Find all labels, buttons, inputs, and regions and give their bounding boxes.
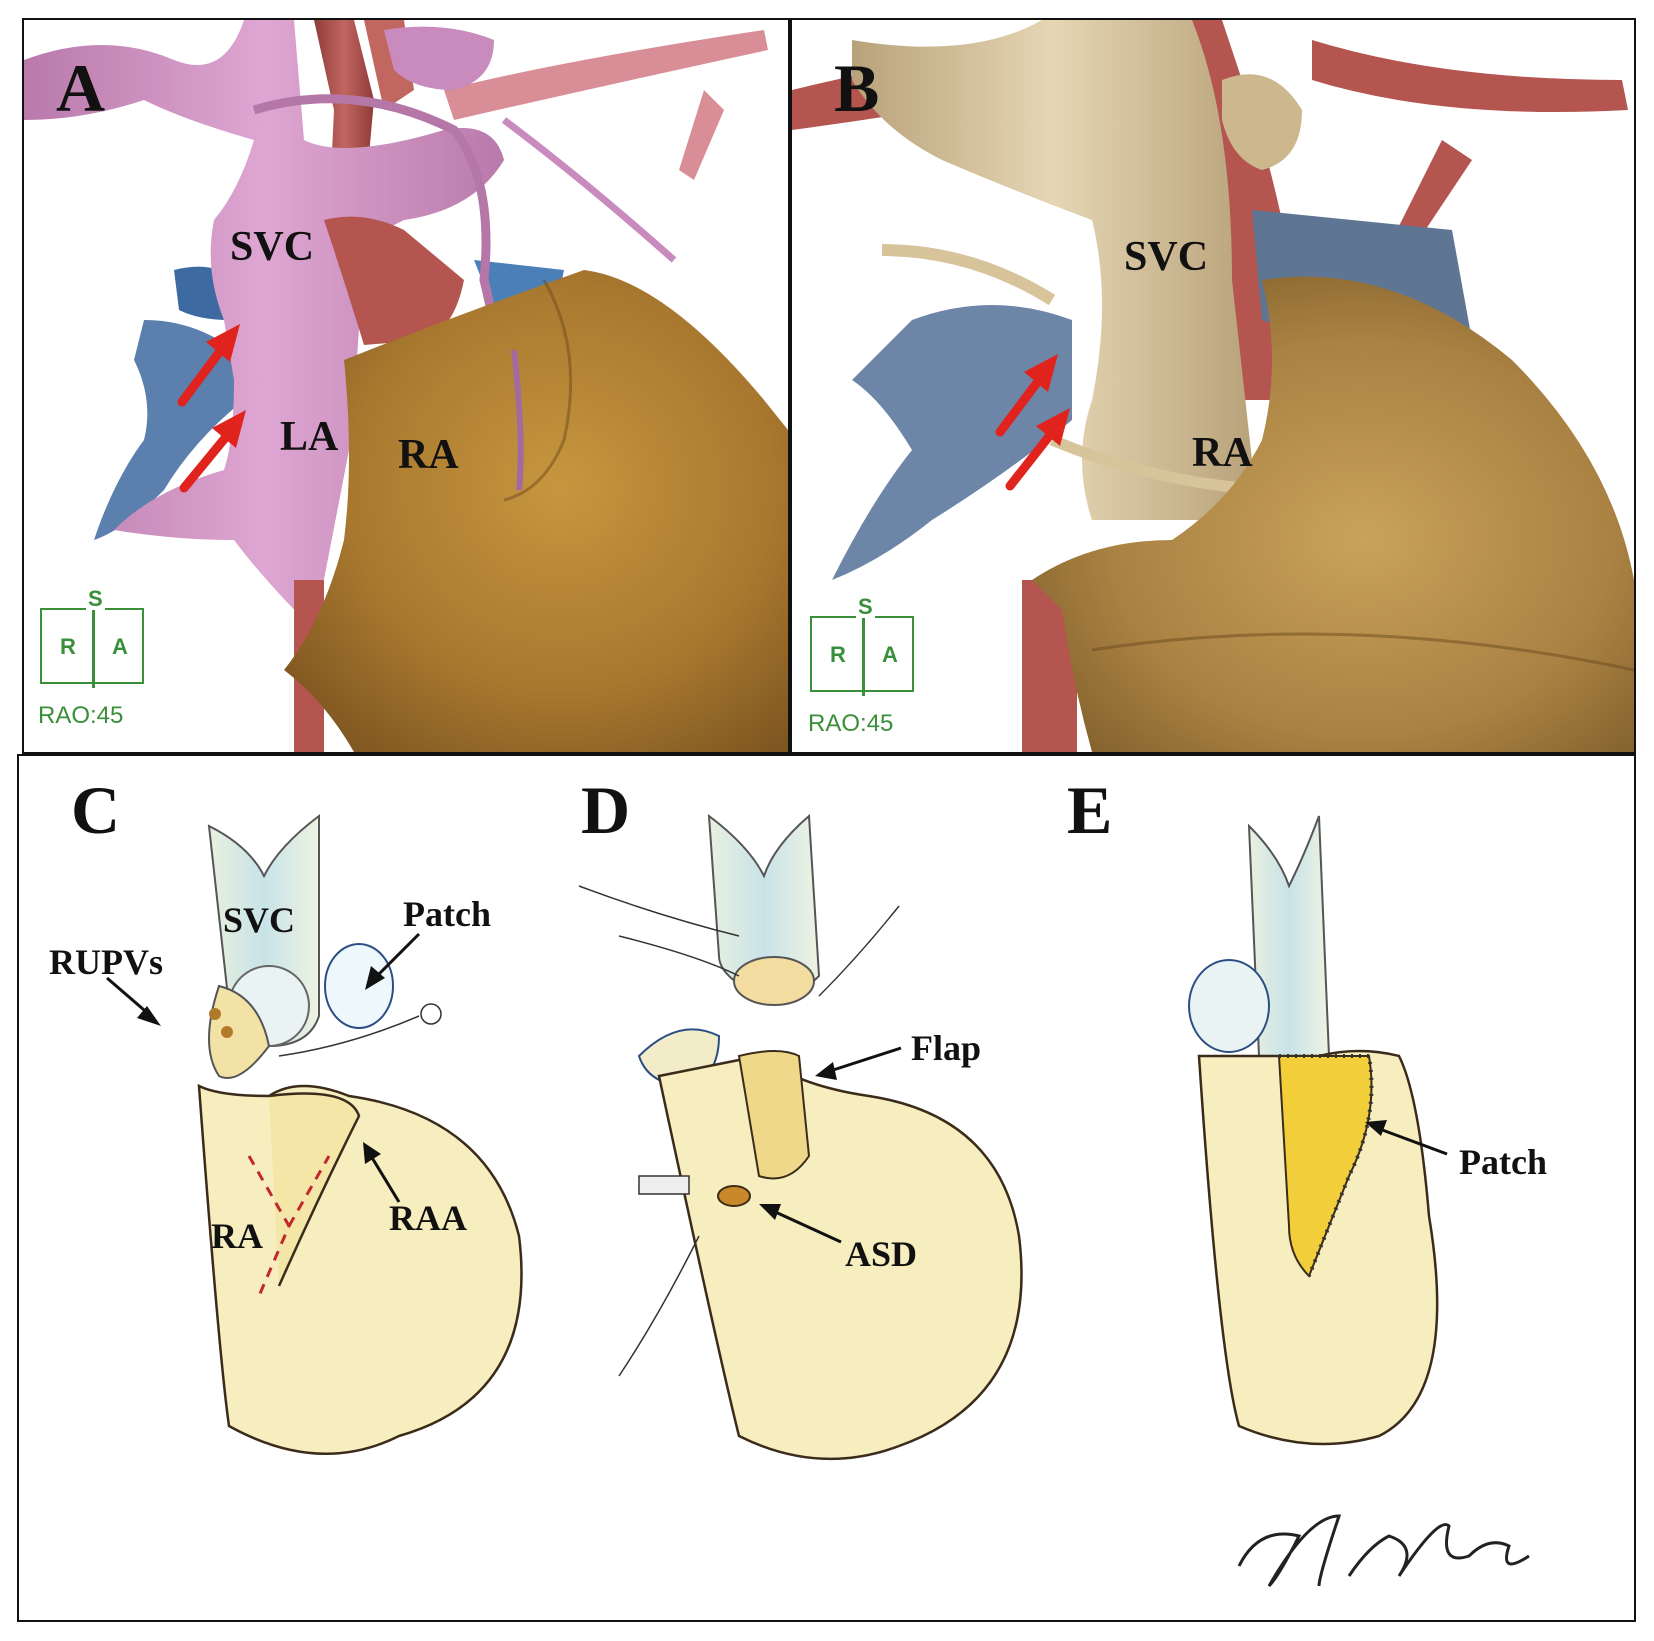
surgical-drawings [106, 813, 1448, 1461]
rupv-baffle-e [1188, 959, 1270, 1053]
right-atrium-render-b [1032, 276, 1634, 752]
orientation-a: A [112, 634, 128, 659]
pulmonary-artery-right-b [1312, 40, 1628, 112]
arrow-patch-c [365, 932, 421, 990]
label-rupvs: RUPVs [49, 942, 163, 982]
azygos-arch-b [1222, 74, 1302, 170]
red-arrow-lower-b [1005, 408, 1070, 491]
atrium-fold-line [503, 279, 573, 502]
svc-cut-end-d [733, 956, 815, 1006]
label-svc-a: SVC [230, 224, 315, 270]
view-angle-a: RAO:45 [38, 702, 124, 729]
incision-line-c-2 [287, 1155, 331, 1227]
orientation-r: R [60, 634, 76, 659]
panel-b-3d-ct-render: B SVC RA S R A RAO:45 [790, 18, 1636, 754]
orientation-axis-line [862, 606, 865, 696]
suture-line-e [1279, 1054, 1374, 1277]
orientation-axis-line [92, 598, 95, 688]
orientation-s: S [856, 594, 875, 619]
rupvs-stump-c [208, 984, 271, 1079]
right-atrium-render [284, 270, 788, 752]
right-atrium-sketch-c [197, 1083, 523, 1456]
arrow-rupvs [106, 976, 161, 1026]
red-arrow-upper [177, 324, 240, 407]
orientation-cube-b: S R A [810, 596, 914, 696]
pulmonary-artery-branch [444, 30, 768, 120]
orientation-cube-a: S R A [40, 588, 144, 688]
atrium-base-line-b [1091, 632, 1634, 672]
panel-a-3d-ct-render: A SVC LA RA S R A RAO:45 [22, 18, 790, 754]
asd-opening-d [717, 1185, 751, 1207]
stay-suture-d4 [618, 1235, 700, 1377]
red-arrow-upper-b [995, 354, 1058, 437]
orientation-r: R [830, 642, 846, 667]
patch-sketch-c [324, 943, 394, 1029]
svc-la-venous-structure [24, 20, 504, 630]
panel-b-illustration [792, 20, 1634, 752]
label-ra-b: RA [1192, 430, 1253, 476]
drawing-c [106, 813, 523, 1456]
thin-vessel-over-ra [511, 349, 524, 491]
panel-a-letter: A [56, 50, 106, 126]
tan-vessel-branch-1 [881, 244, 1056, 306]
vein-orifice-1 [209, 1008, 221, 1020]
right-atrium-sketch-d [657, 1054, 1023, 1461]
label-patch-c: Patch [403, 894, 491, 934]
thin-vessel-pink-2 [501, 117, 677, 263]
retractor-d [638, 1175, 690, 1195]
stay-suture-c [278, 1015, 420, 1057]
vein-orifice-2 [221, 1026, 233, 1038]
red-arrow-lower [179, 410, 246, 493]
label-la-a: LA [280, 414, 339, 460]
label-patch-e: Patch [1459, 1142, 1547, 1182]
stay-suture-d2 [618, 935, 740, 977]
arrow-flap [815, 1046, 902, 1080]
label-ra-c: RA [211, 1216, 263, 1256]
label-svc-c: SVC [223, 900, 296, 940]
arrow-asd [759, 1204, 842, 1244]
label-ra-a: RA [398, 432, 459, 478]
pulmonary-vein-blue-b [832, 305, 1072, 580]
descending-aorta-b [1022, 580, 1077, 752]
arrow-raa [363, 1142, 401, 1203]
stay-suture-d1 [578, 885, 740, 937]
flap-sketch-d [737, 1050, 811, 1180]
panel-e-letter: E [1067, 772, 1113, 848]
label-raa: RAA [389, 1198, 467, 1238]
label-flap: Flap [911, 1028, 982, 1068]
label-asd: ASD [845, 1234, 918, 1274]
panel-d-letter: D [581, 772, 631, 848]
panel-b-letter: B [834, 50, 880, 126]
panel-c-letter: C [71, 772, 121, 848]
drawing-e [1188, 815, 1448, 1446]
ascending-aorta [324, 216, 464, 345]
stay-suture-d3 [818, 905, 900, 997]
orientation-s: S [86, 586, 105, 611]
arrow-patch-e [1365, 1120, 1448, 1156]
label-svc-b: SVC [1124, 234, 1209, 280]
orientation-a: A [882, 642, 898, 667]
panel-a-illustration [24, 20, 788, 752]
panel-cde-surgical-drawings: C D E SVC Patch RUPVs RA RAA Flap ASD Pa… [17, 754, 1636, 1622]
small-artery [679, 90, 724, 180]
pink-vein-top [384, 26, 494, 91]
view-angle-b: RAO:45 [808, 710, 894, 737]
raa-sketch-c [268, 1092, 361, 1287]
svc-b [852, 20, 1254, 520]
suture-loop-c [420, 1003, 442, 1025]
drawing-d [578, 813, 1023, 1461]
